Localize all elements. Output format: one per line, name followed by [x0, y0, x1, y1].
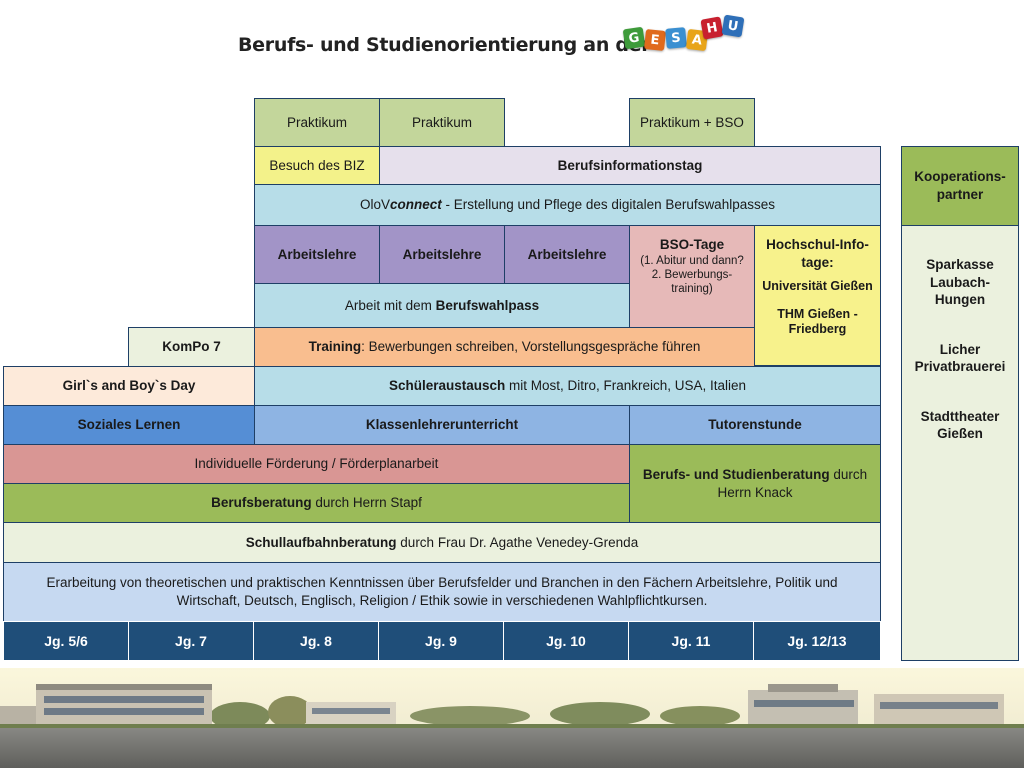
partner-licher-line1: Licher	[939, 341, 981, 357]
kompo-7: KomPo 7	[128, 327, 255, 367]
erarbeitung-kenntnisse: Erarbeitung von theoretischen und prakti…	[3, 562, 881, 622]
arbeitslehre-jg9: Arbeitslehre	[379, 225, 505, 284]
logo-letter-s: S	[665, 27, 687, 49]
grade-12-13: Jg. 12/13	[753, 621, 881, 661]
kooperationspartner-header: Kooperations- partner	[901, 146, 1019, 226]
individuelle-foerderung: Individuelle Förderung / Förderplanarbei…	[3, 444, 630, 484]
grade-9: Jg. 9	[378, 621, 504, 661]
bso-tage-line3: training)	[671, 283, 713, 296]
berufsinformationstag: Berufsinformationstag	[379, 146, 881, 185]
arbeitslehre-jg8: Arbeitslehre	[254, 225, 380, 284]
praktikum-bso-jg11: Praktikum + BSO	[629, 98, 755, 147]
partner-licher-line2: Privatbrauerei	[914, 359, 1006, 375]
berufsberatung-bold: Berufsberatung	[211, 495, 312, 511]
praktikum-jg8-label: Praktikum	[286, 114, 347, 130]
berufswahlpass-bold: Berufswahlpass	[435, 297, 540, 313]
panorama-image	[0, 668, 1024, 768]
logo-letter-g: G	[622, 26, 646, 50]
grade-7: Jg. 7	[128, 621, 254, 661]
olov-connect: OloVconnect - Erstellung und Pflege des …	[254, 184, 881, 226]
biz-visit: Besuch des BIZ	[254, 146, 380, 185]
partners-header-line2: partner	[936, 187, 984, 202]
girls-day-label: Girl`s and Boy`s Day	[62, 378, 196, 394]
klassenlehrerunterricht: Klassenlehrerunterricht	[254, 405, 630, 445]
austausch-rest: mit Most, Ditro, Frankreich, USA, Italie…	[505, 378, 747, 394]
kompo-label: KomPo 7	[162, 339, 221, 355]
klassenlehrer-label: Klassenlehrerunterricht	[365, 417, 519, 433]
partner-sparkasse-line2: Laubach-	[929, 274, 990, 290]
tutorenstunde: Tutorenstunde	[629, 405, 881, 445]
olov-prefix: OloV	[360, 197, 391, 213]
bso-tage-line1: (1. Abitur und dann?	[640, 254, 744, 267]
hochschul-infotage: Hochschul-Info- tage: Universität Gießen…	[754, 225, 881, 366]
grade-label: Jg. 10	[546, 632, 586, 649]
bso-tage: BSO-Tage (1. Abitur und dann? 2. Bewerbu…	[629, 225, 755, 328]
praktikum-jg9-label: Praktikum	[411, 114, 472, 130]
gesahu-logo: G E S A H U	[622, 14, 748, 54]
partner-stadttheater-line2: Gießen	[937, 426, 983, 442]
schueleraustausch: Schüleraustausch mit Most, Ditro, Frankr…	[254, 366, 881, 406]
training-bold: Training	[308, 339, 362, 355]
logo-letter-e: E	[644, 29, 666, 51]
soziales-lernen: Soziales Lernen	[3, 405, 255, 445]
berufswahlpass: Arbeit mit dem Berufswahlpass	[254, 283, 630, 328]
studienberatung-bold: Berufs- und Studienberatung	[642, 466, 830, 482]
hochschul-thm-line1: THM Gießen -	[777, 306, 858, 321]
erarbeitung-line1: Erarbeitung von theoretischen und prakti…	[46, 575, 838, 591]
school-panorama-photo	[0, 668, 1024, 768]
partner-sparkasse-line3: Hungen	[934, 292, 986, 308]
girls-boys-day: Girl`s and Boy`s Day	[3, 366, 255, 406]
page-title: Berufs- und Studienorientierung an der	[238, 34, 651, 56]
praktikum-bso-label: Praktikum + BSO	[640, 114, 744, 130]
grade-label: Jg. 5/6	[44, 632, 88, 649]
arbeitslehre-jg8-label: Arbeitslehre	[277, 246, 357, 262]
arbeitslehre-jg10-label: Arbeitslehre	[527, 246, 607, 262]
grade-label: Jg. 8	[300, 632, 332, 649]
schullaufbahn-rest: durch Frau Dr. Agathe Venedey-Grenda	[396, 534, 639, 550]
studienberatung-knack: Berufs- und Studienberatung durch Herrn …	[629, 444, 881, 523]
berufswahlpass-pre: Arbeit mit dem	[344, 297, 436, 313]
soziales-label: Soziales Lernen	[77, 417, 181, 433]
grade-label: Jg. 11	[671, 632, 711, 649]
hochschul-title-line1: Hochschul-Info-	[766, 237, 869, 252]
schullaufbahn-bold: Schullaufbahnberatung	[245, 534, 397, 550]
berufsinfotag-label: Berufsinformationstag	[557, 157, 703, 173]
foerderung-label: Individuelle Förderung / Förderplanarbei…	[194, 456, 439, 472]
training-rest: : Bewerbungen schreiben, Vorstellungsges…	[361, 339, 701, 355]
olov-connect-bold: connect	[390, 197, 442, 213]
grade-8: Jg. 8	[253, 621, 379, 661]
berufsberatung-stapf: Berufsberatung durch Herrn Stapf	[3, 483, 630, 523]
praktikum-jg8: Praktikum	[254, 98, 380, 147]
hochschul-uni: Universität Gießen	[762, 279, 873, 294]
hochschul-title-line2: tage:	[801, 254, 834, 270]
biz-label: Besuch des BIZ	[269, 157, 365, 173]
partners-header-line1: Kooperations-	[914, 169, 1006, 185]
tutoren-label: Tutorenstunde	[708, 417, 802, 433]
schullaufbahnberatung: Schullaufbahnberatung durch Frau Dr. Aga…	[3, 522, 881, 563]
berufsberatung-rest: durch Herrn Stapf	[311, 495, 422, 511]
grade-label: Jg. 7	[175, 632, 207, 649]
bso-tage-title: BSO-Tage	[659, 237, 725, 252]
logo-letter-u: U	[721, 14, 745, 38]
arbeitslehre-jg10: Arbeitslehre	[504, 225, 630, 284]
olov-rest: - Erstellung und Pflege des digitalen Be…	[441, 197, 775, 213]
grade-label: Jg. 12/13	[787, 632, 847, 649]
austausch-bold: Schüleraustausch	[388, 378, 506, 394]
logo-letter-h: H	[700, 16, 724, 40]
praktikum-jg9: Praktikum	[379, 98, 505, 147]
grade-label: Jg. 9	[425, 632, 457, 649]
hochschul-thm-line2: Friedberg	[788, 322, 847, 337]
training-bewerbungen: Training: Bewerbungen schreiben, Vorstel…	[254, 327, 755, 367]
grade-10: Jg. 10	[503, 621, 629, 661]
arbeitslehre-jg9-label: Arbeitslehre	[402, 246, 482, 262]
bso-tage-line2: 2. Bewerbungs-	[651, 268, 733, 281]
grade-5-6: Jg. 5/6	[3, 621, 129, 661]
erarbeitung-line2: Wirtschaft, Deutsch, Englisch, Religion …	[176, 593, 708, 608]
partner-sparkasse-line1: Sparkasse	[926, 257, 994, 272]
kooperationspartner-list: Sparkasse Laubach- Hungen Licher Privatb…	[901, 225, 1019, 661]
partner-stadttheater-line1: Stadttheater	[920, 408, 1000, 424]
studienberatung-name: Herrn Knack	[717, 484, 793, 500]
studienberatung-rest: durch	[829, 466, 868, 482]
grade-11: Jg. 11	[628, 621, 754, 661]
